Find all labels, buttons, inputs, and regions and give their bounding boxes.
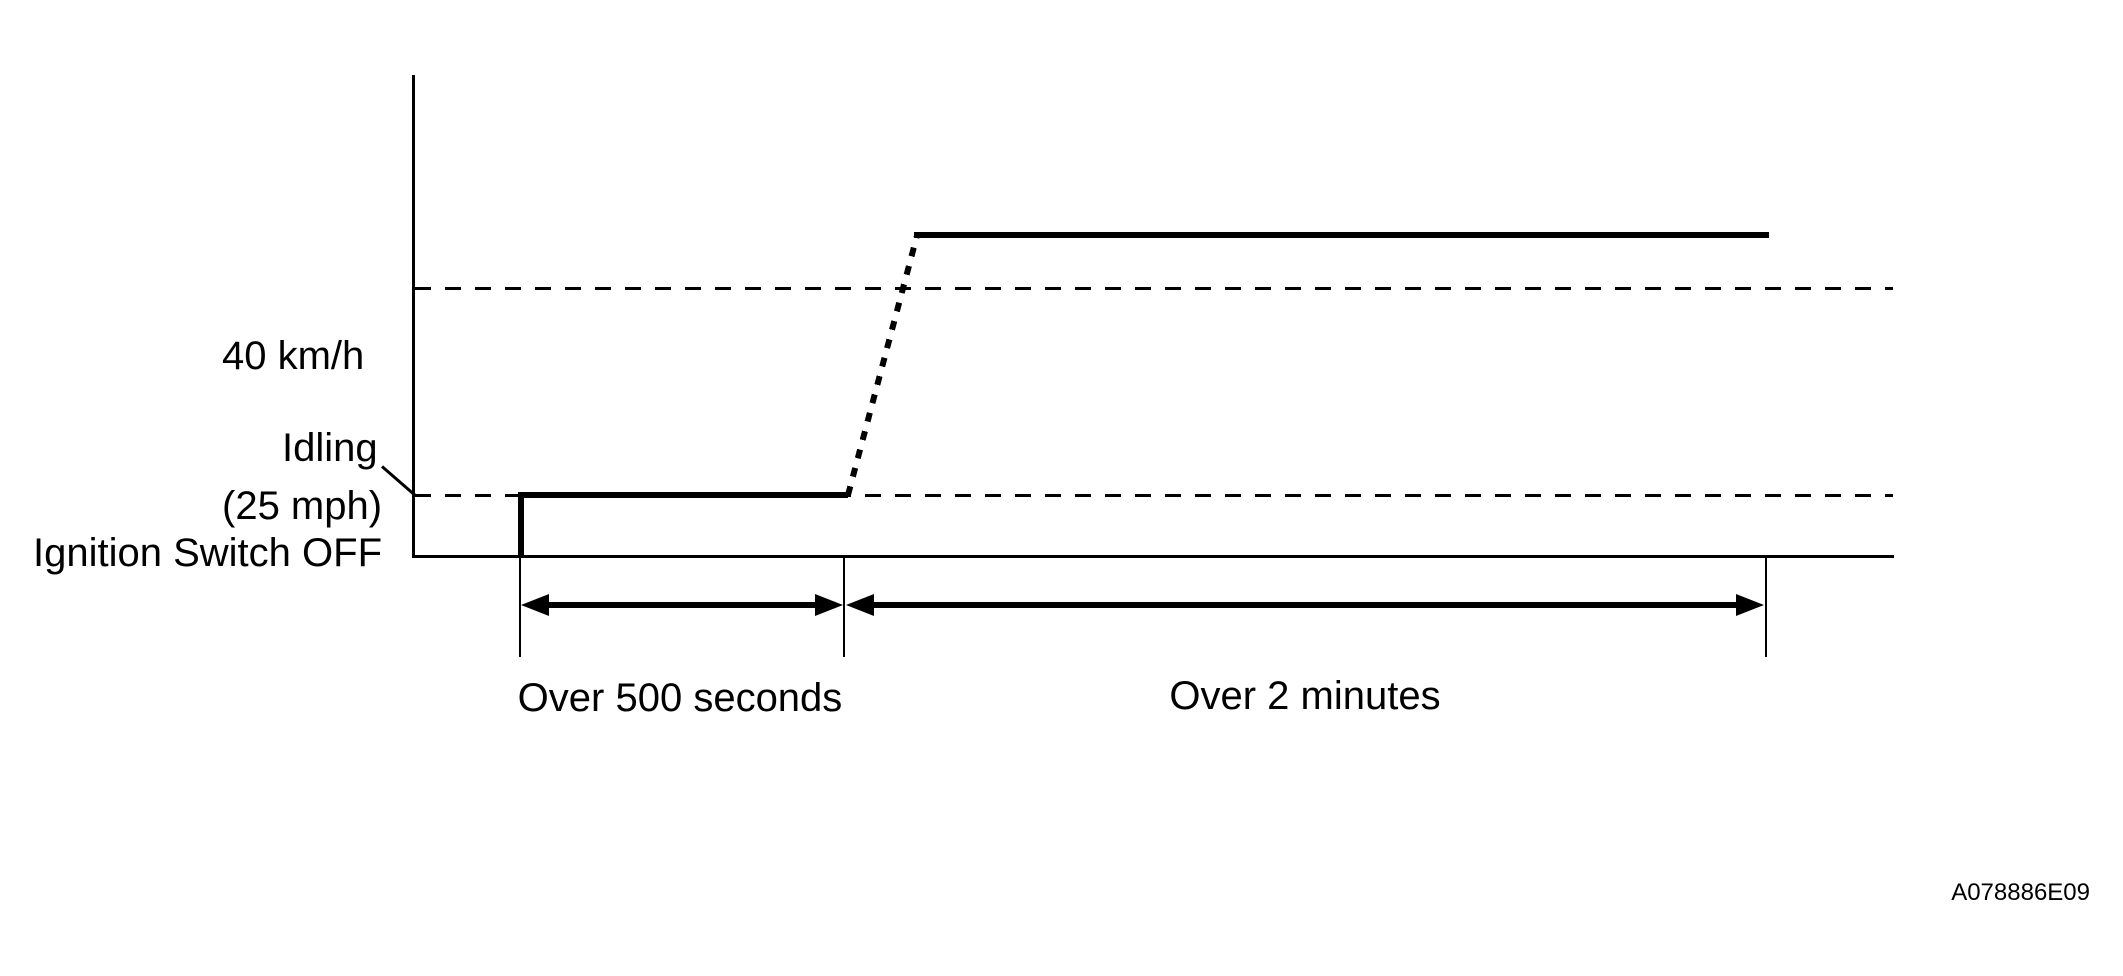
- dimension-tick-end: [1765, 557, 1767, 657]
- interval-1-arrow: [521, 593, 843, 617]
- speed-threshold-dashed-line: [415, 287, 1893, 290]
- dimension-tick-middle: [843, 557, 845, 657]
- figure-code: A078886E09: [1951, 879, 2090, 906]
- dimension-tick-start: [519, 557, 521, 657]
- cruise-phase-line: [914, 232, 1769, 238]
- acceleration-dotted-line: [845, 234, 921, 496]
- interval-2-label: Over 2 minutes: [1169, 674, 1441, 718]
- arrow-right-icon: [1736, 594, 1764, 616]
- arrow-line: [870, 602, 1740, 608]
- interval-1-label: Over 500 seconds: [517, 676, 843, 720]
- idle-phase-line: [518, 492, 848, 498]
- speed-threshold-label-line2: (25 mph): [222, 484, 383, 528]
- arrow-line: [545, 602, 819, 608]
- speed-threshold-label-line1: 40 km/h: [222, 334, 365, 378]
- speed-threshold-label: 40 km/h (25 mph): [222, 231, 382, 631]
- ignition-switch-off-label: Ignition Switch OFF: [33, 531, 383, 575]
- arrow-left-icon: [846, 594, 874, 616]
- x-axis-line: [412, 555, 1894, 558]
- idling-label: Idling: [282, 426, 378, 470]
- arrow-left-icon: [521, 594, 549, 616]
- idling-dashed-line: [415, 494, 1893, 497]
- interval-2-arrow: [846, 593, 1764, 617]
- y-axis-line: [412, 75, 415, 558]
- arrow-right-icon: [815, 594, 843, 616]
- engine-start-step-line: [518, 492, 524, 557]
